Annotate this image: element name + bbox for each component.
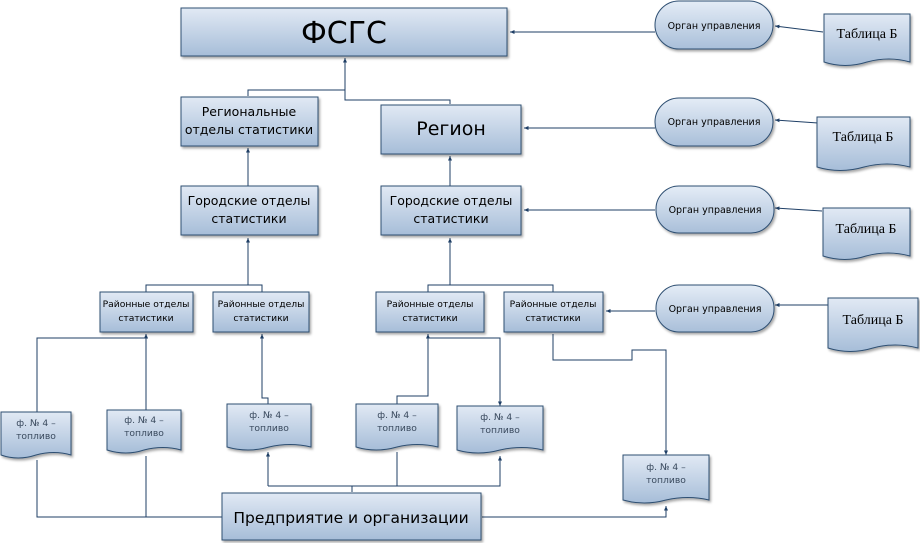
form-4-fuel-document-3: ф. № 4 – топливо bbox=[226, 403, 312, 451]
district-4-line-1: Районные отделы bbox=[510, 299, 597, 310]
arrow-regional-to-fsgs bbox=[247, 58, 347, 96]
table-b-3-label: Таблица Б bbox=[836, 222, 897, 237]
connector-lines bbox=[36, 24, 828, 518]
regional-offices-line-1: Региональные bbox=[202, 104, 297, 119]
line-region-to-fsgs bbox=[344, 90, 451, 104]
line-enterprise-up bbox=[268, 485, 353, 492]
arrow-table-to-authority-3 bbox=[774, 206, 823, 212]
authority-oval-1: Орган управления bbox=[654, 0, 774, 50]
form-1-line-2: топливо bbox=[16, 431, 56, 442]
form-5-line-2: топливо bbox=[480, 425, 520, 436]
arrow-enterprise-to-form6 bbox=[482, 506, 668, 518]
form-4-fuel-document-2: ф. № 4 – топливо bbox=[106, 409, 182, 454]
regional-offices-box: Региональные отделы статистики bbox=[180, 96, 319, 147]
form-2-line-1: ф. № 4 – bbox=[124, 415, 164, 426]
form-3-line-1: ф. № 4 – bbox=[249, 410, 289, 421]
authority-2-label: Орган управления bbox=[668, 117, 761, 128]
table-b-document-4: Таблица Б bbox=[827, 297, 919, 352]
district-4-line-2: статистики bbox=[525, 313, 580, 324]
enterprises-label: Предприятие и организации bbox=[233, 509, 468, 527]
district-3-line-2: статистики bbox=[402, 313, 457, 324]
line-enterprise-to-form4 bbox=[352, 452, 398, 487]
form-4-fuel-document-4: ф. № 4 – топливо bbox=[355, 403, 439, 451]
form-6-line-1: ф. № 4 – bbox=[646, 462, 686, 473]
city-offices-right-line-1: Городские отделы bbox=[390, 193, 513, 208]
line-district1-to-city bbox=[145, 284, 248, 292]
form-3-line-2: топливо bbox=[249, 423, 289, 434]
arrow-enterprise-to-form5 bbox=[397, 456, 502, 487]
district-1-line-1: Районные отделы bbox=[103, 299, 190, 310]
authority-3-label: Орган управления bbox=[669, 205, 762, 216]
form-4-fuel-document-5: ф. № 4 – топливо bbox=[456, 405, 544, 454]
district-offices-box-4: Районные отделы статистики bbox=[503, 291, 604, 333]
authority-oval-4: Орган управления bbox=[655, 284, 775, 333]
line-district2-to-city bbox=[248, 284, 263, 292]
line-enterprise-left bbox=[36, 460, 222, 518]
district-offices-box-2: Районные отделы статистики bbox=[212, 291, 310, 333]
arrow-form4-to-district3 bbox=[396, 334, 430, 404]
authority-oval-3: Орган управления bbox=[655, 185, 775, 234]
arrow-form3-to-district2 bbox=[260, 334, 269, 404]
district-3-line-1: Районные отделы bbox=[387, 299, 474, 310]
district-2-line-2: статистики bbox=[233, 313, 288, 324]
form-4-fuel-document-1: ф. № 4 – топливо bbox=[0, 411, 72, 459]
form-1-line-1: ф. № 4 – bbox=[16, 418, 56, 429]
authority-4-label: Орган управления bbox=[669, 304, 762, 315]
region-label: Регион bbox=[416, 118, 486, 140]
arrow-district4-to-form6 bbox=[552, 334, 668, 455]
arrow-district3-to-form5 bbox=[428, 337, 502, 406]
table-b-1-label: Таблица Б bbox=[837, 27, 898, 42]
table-b-document-2: Таблица Б bbox=[816, 116, 911, 171]
form-2-line-2: топливо bbox=[124, 428, 164, 439]
city-offices-left-box: Городские отделы статистики bbox=[180, 185, 319, 236]
district-offices-box-1: Районные отделы статистики bbox=[99, 291, 194, 333]
form-4-line-1: ф. № 4 – bbox=[377, 410, 417, 421]
regional-offices-line-2: отделы статистики bbox=[185, 122, 313, 137]
arrow-table-to-authority-2 bbox=[774, 118, 819, 124]
table-b-4-label: Таблица Б bbox=[843, 313, 904, 328]
form-6-line-2: топливо bbox=[646, 475, 686, 486]
district-offices-box-3: Районные отделы статистики bbox=[375, 291, 485, 333]
arrow-table-to-authority-1 bbox=[774, 24, 824, 33]
fsgs-box: ФСГС bbox=[180, 7, 508, 57]
fsgs-label: ФСГС bbox=[301, 16, 387, 51]
form-4-line-2: топливо bbox=[377, 423, 417, 434]
city-offices-right-box: Городские отделы статистики bbox=[380, 185, 522, 236]
region-box: Регион bbox=[380, 104, 522, 155]
city-offices-left-line-1: Городские отделы bbox=[188, 193, 311, 208]
table-b-document-1: Таблица Б bbox=[823, 13, 911, 66]
district-1-line-2: статистики bbox=[118, 313, 173, 324]
arrow-form1-to-district1 bbox=[36, 334, 148, 412]
authority-oval-2: Орган управления bbox=[654, 97, 774, 147]
table-b-2-label: Таблица Б bbox=[833, 130, 894, 145]
district-2-line-1: Районные отделы bbox=[218, 299, 305, 310]
line-district3-to-city bbox=[427, 284, 554, 292]
city-offices-right-line-2: статистики bbox=[413, 211, 488, 226]
city-offices-left-line-2: статистики bbox=[211, 211, 286, 226]
authority-1-label: Орган управления bbox=[668, 21, 761, 32]
enterprises-box: Предприятие и организации bbox=[221, 492, 482, 541]
form-5-line-1: ф. № 4 – bbox=[480, 412, 520, 423]
form-4-fuel-document-6: ф. № 4 – топливо bbox=[622, 454, 710, 504]
table-b-document-3: Таблица Б bbox=[822, 207, 911, 260]
